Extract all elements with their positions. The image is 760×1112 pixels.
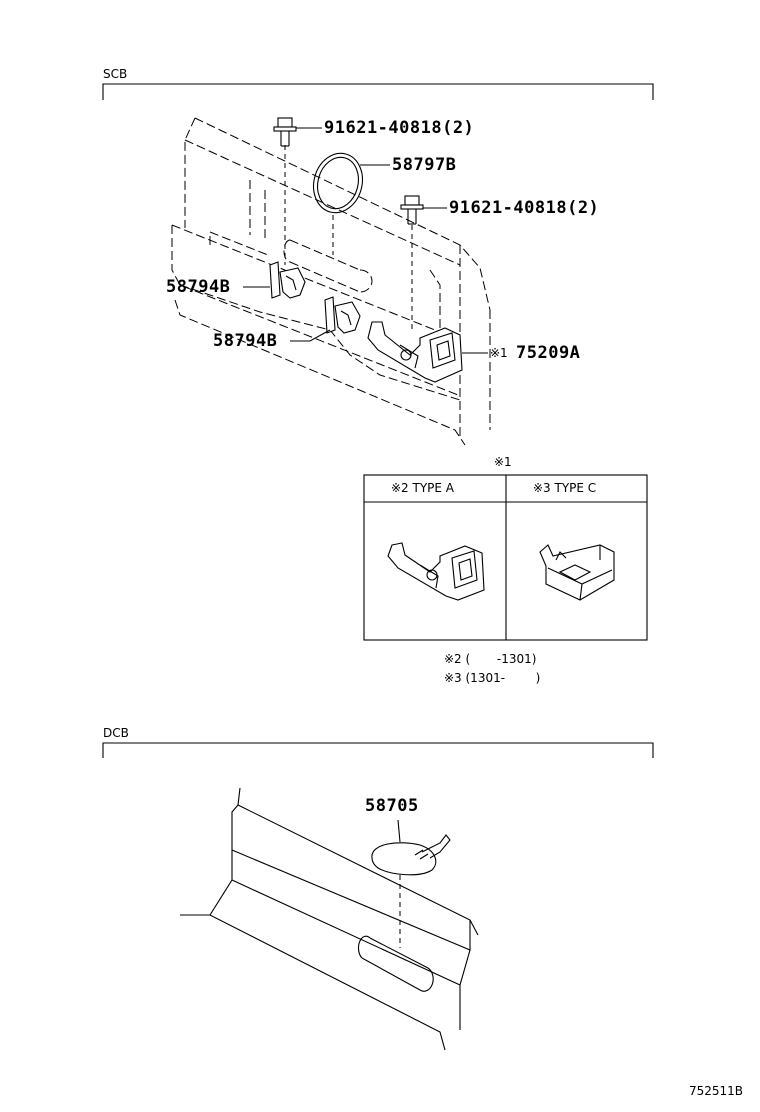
gasket-ring-icon [313,152,390,214]
note-type-a-range: ※2 ( -1301) [444,652,537,666]
bolt-right-icon [400,195,447,225]
variant-table [363,474,648,641]
bracket-icon [367,321,488,383]
bolt-top-icon [273,117,322,147]
part-number-bolt-right: 91621-40818(2) [449,198,600,218]
clip-lower-icon [290,296,361,342]
part-number-gasket: 58797B [392,155,457,175]
type-a-bracket-icon [387,542,485,601]
part-number-bolt-top: 91621-40818(2) [324,118,475,138]
note-type-c-range: ※3 (1301- ) [444,671,541,685]
part-number-bracket: 75209A [516,343,581,363]
figure-id: 752511B [689,1084,744,1098]
note-mark-1: ※1 [490,346,508,360]
type-c-bracket-icon [539,544,615,601]
dcb-frame [102,742,654,758]
scb-frame [102,83,654,100]
section-label-scb: SCB [103,67,128,81]
variant-col-type-a: ※2 TYPE A [391,481,455,495]
cable-icon [371,819,451,876]
part-number-cable: 58705 [365,796,419,816]
part-number-clip-lower: 58794B [213,331,278,351]
variant-table-title: ※1 [494,455,512,469]
part-number-clip-upper: 58794B [166,277,231,297]
clip-upper-icon [243,261,306,299]
variant-col-type-c: ※3 TYPE C [533,481,597,495]
section-label-dcb: DCB [103,726,129,740]
dcb-body-panel [180,787,479,1051]
